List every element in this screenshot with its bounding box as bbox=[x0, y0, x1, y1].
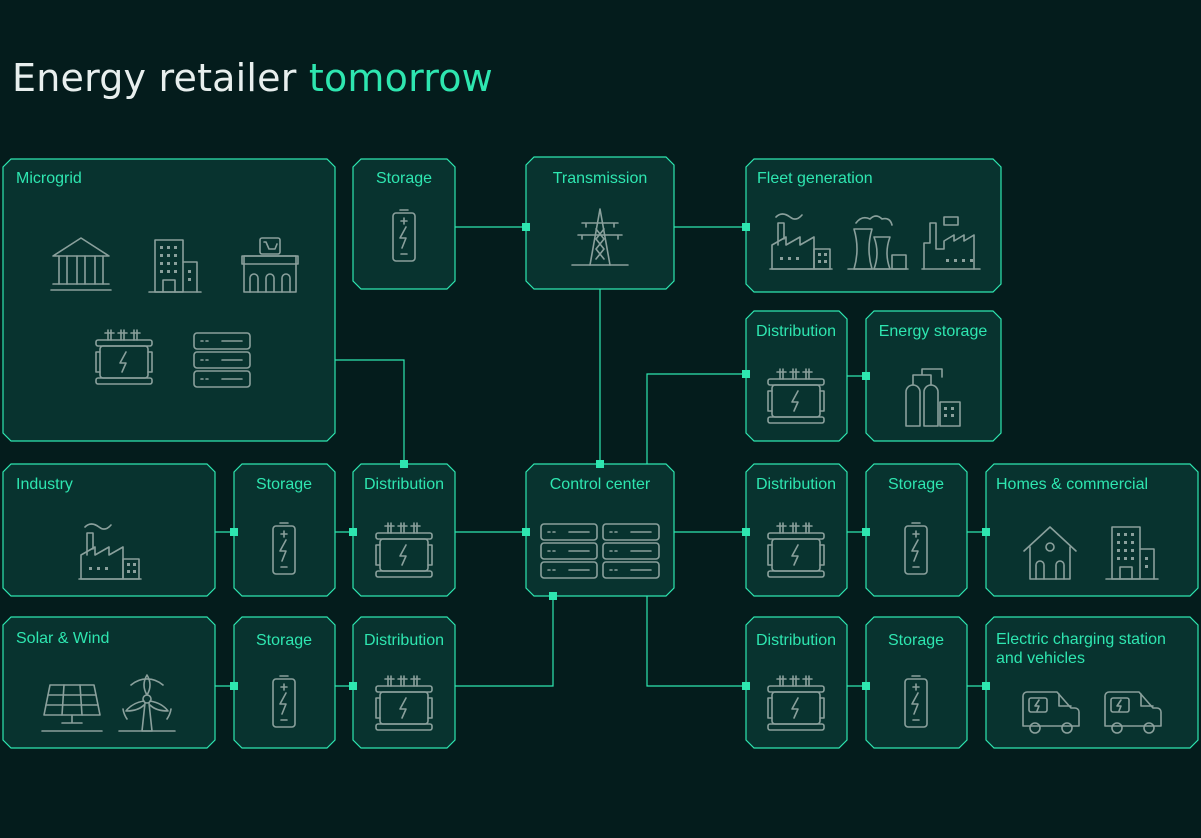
node-label: Distribution bbox=[756, 476, 836, 493]
title-accent: tomorrow bbox=[308, 56, 493, 100]
page-title: Energy retailer tomorrow bbox=[12, 56, 493, 100]
server-icon bbox=[602, 523, 660, 579]
node-industry[interactable]: Industry bbox=[2, 463, 216, 597]
node-distribution-solar[interactable]: Distribution bbox=[352, 616, 456, 749]
node-label: Transmission bbox=[553, 170, 648, 187]
node-solar-wind[interactable]: Solar & Wind bbox=[2, 616, 216, 749]
node-distribution-homes[interactable]: Distribution bbox=[745, 463, 848, 597]
node-control-center[interactable]: Control center bbox=[525, 463, 675, 597]
node-distribution-ev[interactable]: Distribution bbox=[745, 616, 848, 749]
node-storage-top[interactable]: Storage bbox=[352, 158, 456, 290]
server-icon bbox=[540, 523, 598, 579]
node-label: Storage bbox=[888, 632, 944, 649]
node-label: Control center bbox=[550, 476, 651, 493]
node-label: Storage bbox=[256, 632, 312, 649]
title-main: Energy retailer bbox=[12, 56, 297, 100]
node-microgrid[interactable]: Microgrid bbox=[2, 158, 336, 442]
node-label: Storage bbox=[376, 170, 432, 187]
node-label: Energy storage bbox=[879, 323, 988, 340]
node-energy-storage[interactable]: Energy storage bbox=[865, 310, 1002, 442]
node-label-line2: and vehicles bbox=[996, 650, 1085, 667]
node-fleet-generation[interactable]: Fleet generation bbox=[745, 158, 1002, 293]
node-label: Homes & commercial bbox=[996, 476, 1148, 493]
node-transmission[interactable]: Transmission bbox=[525, 156, 675, 290]
server-icon bbox=[193, 332, 251, 388]
node-distribution-industry[interactable]: Distribution bbox=[352, 463, 456, 597]
node-label: Distribution bbox=[364, 632, 444, 649]
node-label: Distribution bbox=[756, 323, 836, 340]
node-label: Solar & Wind bbox=[16, 630, 109, 647]
node-distribution-mid[interactable]: Distribution bbox=[745, 310, 848, 442]
node-label: Storage bbox=[256, 476, 312, 493]
node-label: Industry bbox=[16, 476, 73, 493]
node-storage-solar[interactable]: Storage bbox=[233, 616, 336, 749]
connection-dots bbox=[230, 223, 990, 690]
node-label: Fleet generation bbox=[757, 170, 873, 187]
node-storage-homes[interactable]: Storage bbox=[865, 463, 968, 597]
node-ev-charging[interactable]: Electric charging station and vehicles bbox=[985, 616, 1199, 749]
node-homes-commercial[interactable]: Homes & commercial bbox=[985, 463, 1199, 597]
node-label: Distribution bbox=[756, 632, 836, 649]
node-storage-ev[interactable]: Storage bbox=[865, 616, 968, 749]
node-label: Microgrid bbox=[16, 170, 82, 187]
node-label-line1: Electric charging station bbox=[996, 631, 1166, 648]
node-label: Storage bbox=[888, 476, 944, 493]
node-storage-industry[interactable]: Storage bbox=[233, 463, 336, 597]
node-label: Distribution bbox=[364, 476, 444, 493]
